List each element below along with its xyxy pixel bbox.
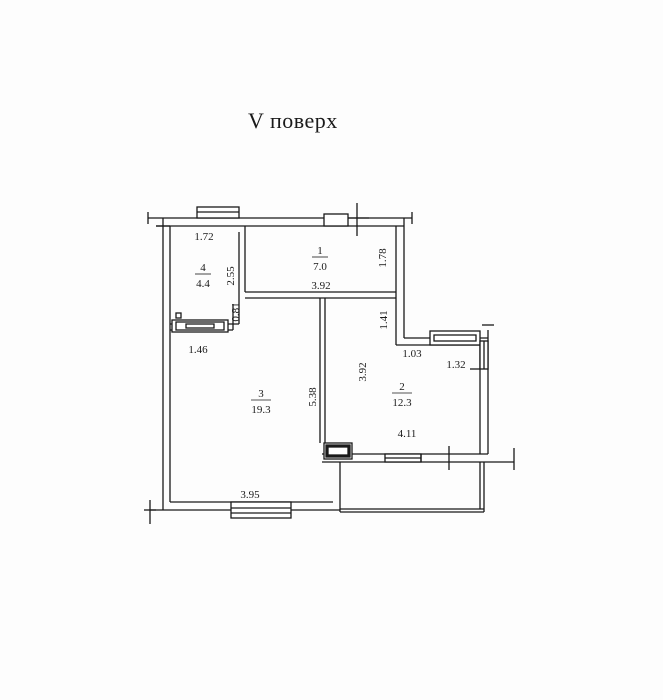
dim-0-81: 0.81 xyxy=(230,302,242,321)
room-2-number: 2 xyxy=(399,381,405,393)
interior-wall-corridor xyxy=(238,226,396,324)
dim-2-55: 2.55 xyxy=(225,266,237,286)
window-bottom xyxy=(230,501,292,519)
room-labels: 1 7.0 2 12.3 3 19.3 4 4.4 xyxy=(195,245,412,416)
room-3-label: 3 19.3 xyxy=(251,388,271,416)
outer-wall-top xyxy=(147,212,413,227)
top-wall-marker xyxy=(323,203,369,236)
dim-1-46: 1.46 xyxy=(188,344,208,356)
room-4-number: 4 xyxy=(200,262,206,274)
dim-1-78: 1.78 xyxy=(377,248,389,268)
balcony xyxy=(339,462,485,513)
dim-3-92-side: 3.92 xyxy=(357,362,369,381)
room-4-area: 4.4 xyxy=(196,278,210,290)
room-3-area: 19.3 xyxy=(251,404,271,416)
dim-1-03: 1.03 xyxy=(402,348,422,360)
dimension-labels: 1.72 2.55 0.81 1.46 3.92 1.78 1.41 1.03 … xyxy=(188,231,465,501)
window-right xyxy=(429,330,489,370)
outer-wall-right-upper xyxy=(395,218,488,346)
dim-4-11: 4.11 xyxy=(398,428,417,440)
room-1-label: 1 7.0 xyxy=(312,245,328,273)
dim-5-38: 5.38 xyxy=(307,387,319,407)
room-1-area: 7.0 xyxy=(313,261,327,273)
interior-wall-rooms-2-3 xyxy=(319,298,326,443)
dim-3-92-top: 3.92 xyxy=(311,280,330,292)
room-3-number: 3 xyxy=(258,388,264,400)
room-2-label: 2 12.3 xyxy=(392,381,412,409)
outer-wall-left xyxy=(156,218,171,510)
room-4-label: 4 4.4 xyxy=(195,262,211,290)
balcony-door xyxy=(384,446,450,470)
dim-1-32: 1.32 xyxy=(446,359,465,371)
dim-3-95: 3.95 xyxy=(240,489,260,501)
dim-1-41: 1.41 xyxy=(378,310,390,329)
bathroom-fixture xyxy=(171,319,229,333)
floor-title: V поверх xyxy=(248,108,338,133)
bathroom-door-marker xyxy=(175,312,182,319)
window-top xyxy=(196,206,240,219)
column xyxy=(323,442,353,460)
room-1-number: 1 xyxy=(317,245,323,257)
room-2-area: 12.3 xyxy=(392,397,412,409)
dim-1-72: 1.72 xyxy=(194,231,213,243)
